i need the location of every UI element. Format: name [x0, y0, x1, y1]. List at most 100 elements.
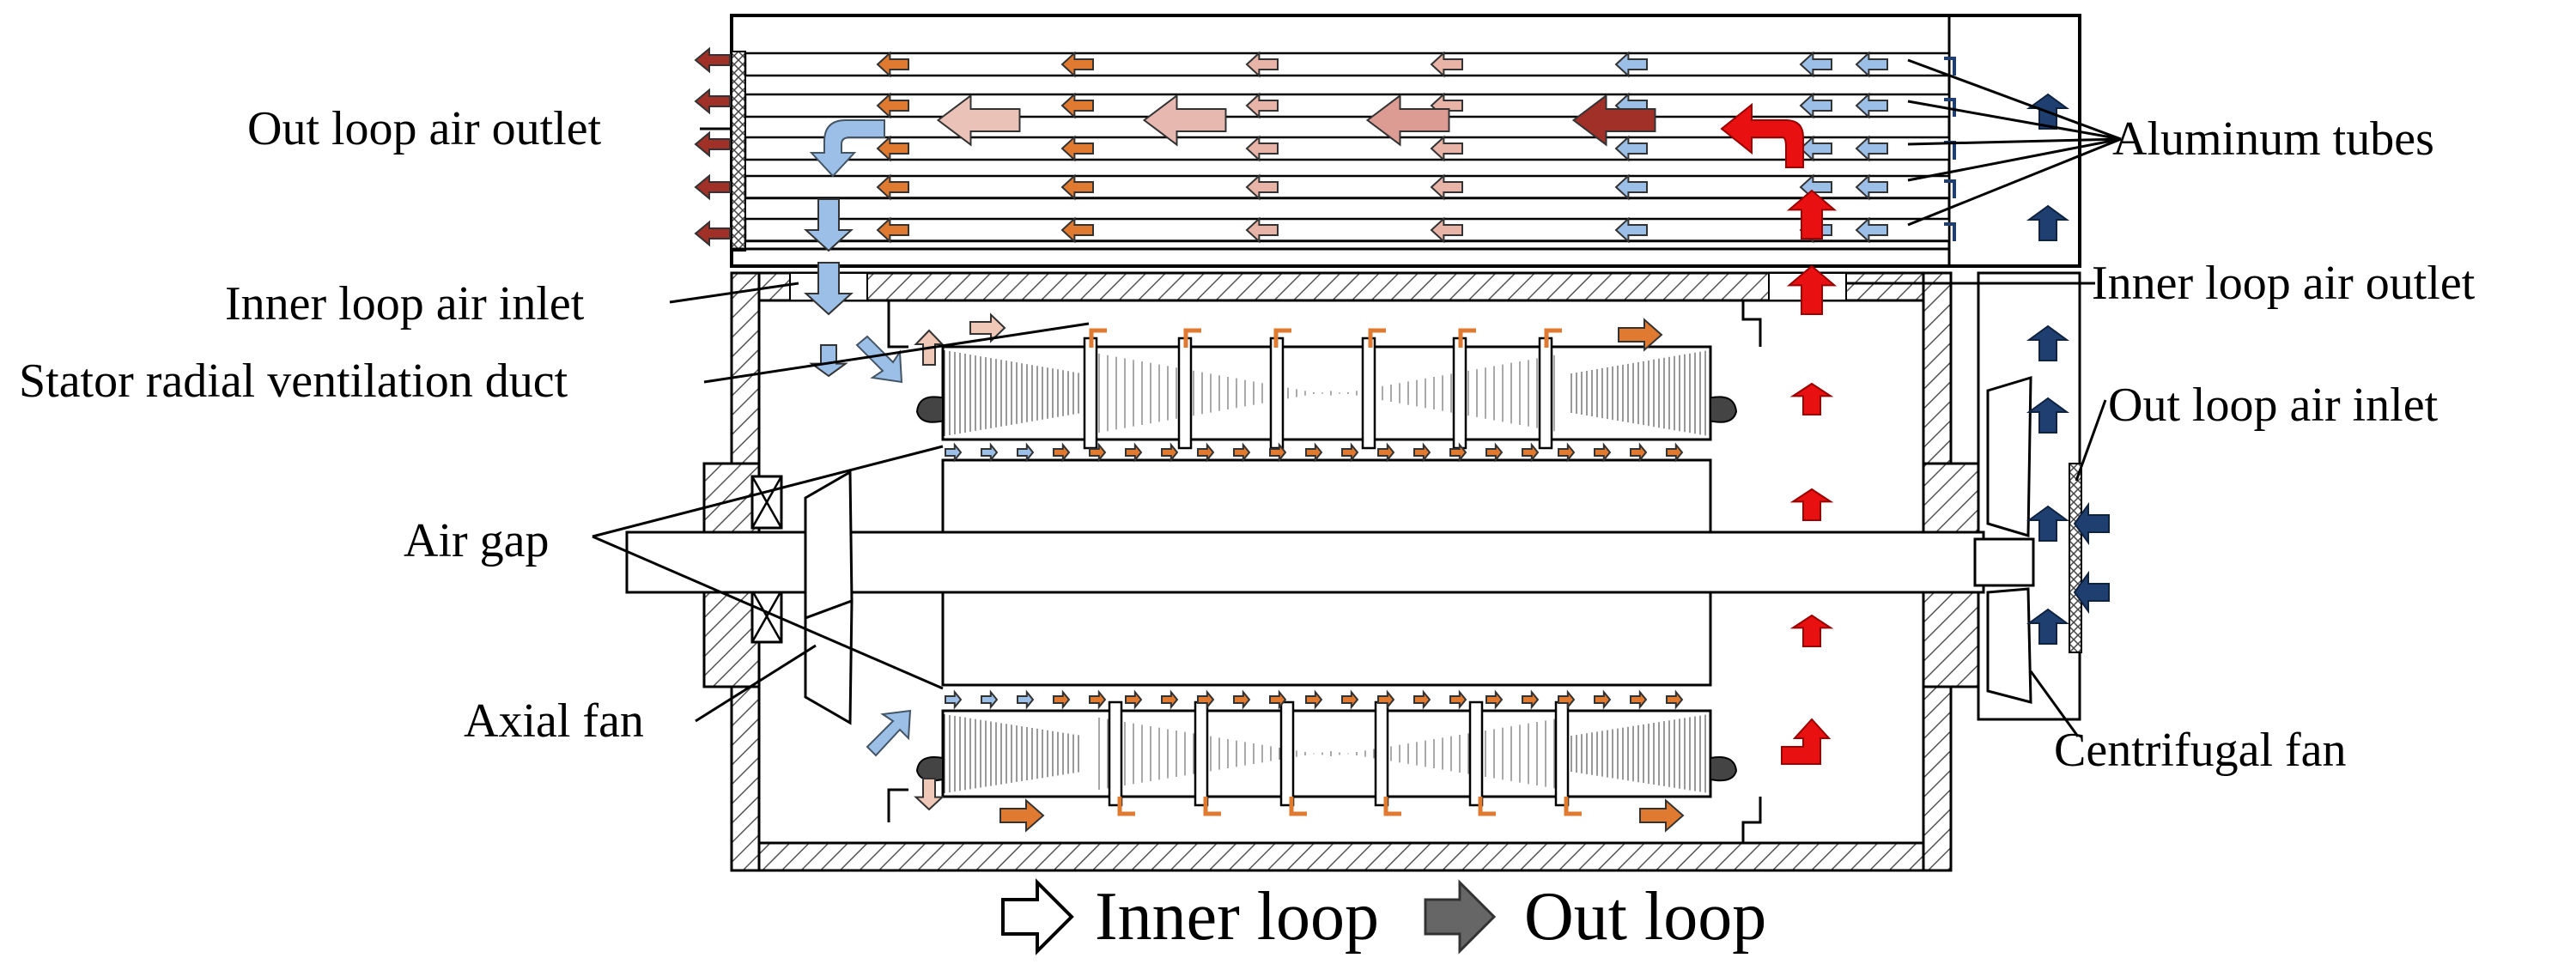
label-air-gap: Air gap [404, 514, 550, 567]
tube-flow-arrow [1855, 92, 1888, 119]
tube-flow-arrow [1614, 216, 1648, 244]
air-gap-arrow [1558, 442, 1576, 463]
stator-core [941, 345, 1712, 441]
end-winding-left [915, 756, 944, 782]
tube-flow-arrow [1060, 92, 1094, 119]
tube-flow-arrow [1430, 216, 1463, 244]
air-gap-arrow [1630, 689, 1648, 710]
rotor-upper [941, 458, 1712, 534]
radial-duct-divider [1279, 700, 1295, 807]
out-loop-up-arrow [2026, 397, 2070, 433]
radial-duct-divider [1194, 700, 1209, 807]
out-loop-in-arrow [2073, 570, 2110, 615]
out-loop-exit-arrow [694, 130, 731, 158]
radial-duct-divider [1269, 336, 1285, 450]
stator-duct-arrow [1089, 328, 1107, 348]
tube-flow-arrow [1430, 51, 1463, 78]
out-loop-up-arrow [2026, 608, 2070, 645]
tube-flow-arrow [1060, 51, 1094, 78]
air-gap-arrow [1341, 689, 1359, 710]
end-flow-arrow [914, 778, 945, 811]
end-winding-right [1710, 756, 1738, 782]
stator-core [941, 709, 1712, 798]
air-gap-arrow [1197, 689, 1215, 710]
inner-curve-arrow-cold [809, 119, 885, 178]
legend: Inner loop Out loop [1001, 878, 1766, 955]
tube-flow-arrow [1799, 135, 1832, 162]
air-gap-arrow [1377, 442, 1395, 463]
end-brackets [887, 300, 1762, 843]
inner-up-arrow [1786, 264, 1838, 315]
leader-lines [592, 58, 2122, 737]
out-loop-in-arrow [2073, 501, 2110, 546]
air-gap-arrow [1594, 442, 1612, 463]
stator-duct-arrow [1458, 328, 1476, 348]
tube-flow-arrow [876, 173, 909, 201]
air-gap-arrow [1485, 442, 1504, 463]
out-loop-exit-arrow [694, 46, 731, 74]
tube-flow-arrow [1855, 51, 1888, 78]
label-out-loop-air-outlet: Out loop air outlet [247, 102, 602, 155]
air-gap-arrow [1522, 442, 1540, 463]
air-gap-arrow [1594, 689, 1612, 710]
stator-duct-arrow [1478, 797, 1496, 816]
legend-out-loop-arrow-icon [1424, 879, 1497, 955]
tube-flow-arrow [1245, 216, 1279, 244]
legend-out-loop-label: Out loop [1524, 879, 1766, 955]
air-gap-arrow [1377, 689, 1395, 710]
air-gap-arrow [1449, 442, 1467, 463]
stator-duct-arrow [1183, 328, 1201, 348]
radial-duct-divider [1452, 336, 1467, 450]
flow-arrows [694, 46, 2110, 833]
label-centrifugal-fan: Centrifugal fan [2054, 724, 2347, 777]
stator-duct-arrow [1117, 797, 1135, 816]
end-flow-arrow [969, 312, 1006, 343]
aluminum-tube [744, 52, 1951, 77]
tube-flow-arrow [1060, 135, 1094, 162]
stator-duct-arrow [1383, 797, 1401, 816]
stator-lower [915, 700, 1738, 807]
inner-diag-arrow [866, 709, 912, 757]
inner-up-arrow [1789, 382, 1834, 415]
label-aluminum-tubes: Aluminum tubes [2112, 112, 2434, 166]
out-loop-up-arrow [2026, 204, 2070, 241]
out-loop-exit-arrow [694, 220, 731, 247]
air-gap-arrow [1161, 442, 1179, 463]
inner-flow-arrow [1571, 94, 1656, 147]
aluminum-tube [744, 136, 1951, 161]
inner-up-arrow [1789, 614, 1834, 647]
air-gap-arrow [1666, 689, 1684, 710]
tube-hook [1944, 179, 1956, 198]
radial-duct-divider [1177, 336, 1193, 450]
air-gap-arrow [1233, 689, 1251, 710]
inner-curve-arrow-hot [1720, 102, 1804, 168]
tube-flow-arrow [1799, 51, 1832, 78]
inner-up-arrow [1786, 189, 1838, 239]
tube-flow-arrow [1614, 135, 1648, 162]
stator-duct-arrow [1564, 797, 1582, 816]
end-winding-left [915, 396, 944, 423]
aluminum-tubes-group [744, 52, 1951, 243]
tube-flow-arrow [1245, 92, 1279, 119]
out-loop-up-arrow [2026, 505, 2070, 542]
inner-flow-arrow [1142, 94, 1227, 147]
centrifugal-fan-lower [1986, 587, 2032, 704]
air-gap-arrow [1413, 689, 1431, 710]
air-gap-arrow [945, 442, 963, 463]
radial-duct-divider [1083, 336, 1098, 450]
air-gap-arrow [1630, 442, 1648, 463]
air-gap-arrow [1305, 689, 1323, 710]
stator-duct-arrow [1544, 328, 1562, 348]
inner-down-arrow [804, 198, 854, 252]
tube-flow-arrow [876, 135, 909, 162]
tube-flow-arrow [1855, 173, 1888, 201]
inlet-screen [2069, 463, 2082, 653]
end-flow-arrow [1639, 798, 1685, 833]
aluminum-tube [744, 93, 1951, 118]
heat-exchanger [730, 14, 2081, 268]
stator-duct-arrow [1273, 328, 1291, 348]
legend-inner-loop-label: Inner loop [1095, 879, 1379, 955]
rotor-lower [941, 591, 1712, 687]
